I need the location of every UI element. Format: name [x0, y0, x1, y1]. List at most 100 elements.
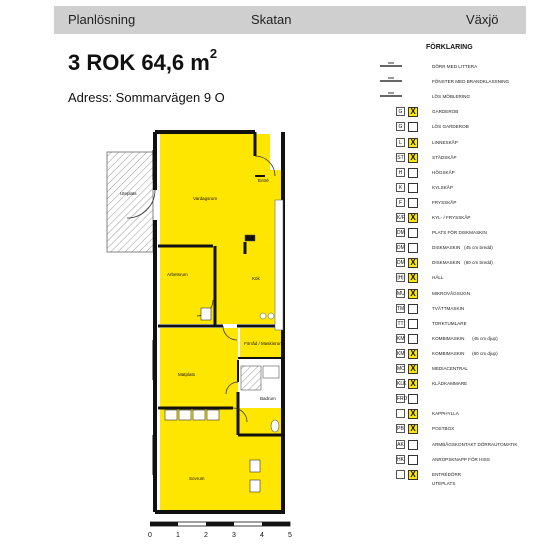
legend-label: ENTRÉDÖRR UTEPLATS [432, 471, 462, 486]
label-badrum: Badrum [260, 396, 276, 401]
floor-plan: Uteplats Vardagsrum Entré Arbetsrum Kök … [106, 130, 285, 514]
legend-row: F FRYSSKÅP [0, 197, 550, 208]
legend-symbol: MC [396, 364, 405, 373]
legend-label: KOMBIMASKIN (60 cm djup) [432, 350, 498, 356]
legend-symbol [396, 409, 405, 419]
header-bar: Planlösning Skatan Växjö [54, 6, 526, 34]
legend-symbol: KM [396, 333, 405, 343]
scale-bar-graphic [150, 521, 291, 527]
legend-symbol: KLK [396, 379, 407, 389]
apartment-title-text: 3 ROK 64,6 m [68, 50, 210, 75]
scale-tick: 2 [204, 532, 208, 539]
legend-label: MIKROVÅGSUGN [432, 290, 471, 296]
legend-label: FRYSSKÅP [432, 199, 457, 205]
legend-label: ARMBÅGSKONTAKT DÖRRAUTOMATIK [432, 441, 518, 447]
legend-label: KLÄDKAMMARE [432, 381, 468, 387]
legend-symbol [396, 469, 405, 479]
legend-symbol [380, 62, 402, 71]
legend-check [408, 122, 418, 133]
legend-label: ANROPSKNAPP FÖR HISS [432, 456, 490, 462]
legend-title: FÖRKLARING [426, 44, 473, 51]
legend-symbol: DM [396, 258, 405, 268]
legend-label: STÄDSKÅP [432, 154, 457, 160]
apartment-address: Adress: Sommarvägen 9 O [68, 90, 225, 105]
legend-label: LÖS GARDEROB [432, 124, 469, 130]
legend-symbol: DM [396, 228, 405, 238]
legend-symbol: G [396, 122, 405, 132]
legend-symbol: F [396, 197, 405, 207]
label-sovrum: Sovrum [189, 476, 205, 481]
label-uteplats: Uteplats [120, 191, 137, 196]
legend-label: DÖRR MED LITTERA [432, 64, 478, 69]
legend-check: X [408, 379, 418, 390]
label-vardagsrum: Vardagsrum [193, 196, 217, 201]
legend-symbol: DM [396, 243, 405, 253]
legend-symbol: MU [396, 288, 405, 298]
legend-label: KYLSKÅP [432, 184, 453, 190]
legend-symbol [380, 92, 402, 102]
label-matplats: Matplats [178, 372, 196, 377]
area-superscript: 2 [209, 46, 218, 61]
label-arbetsrum: Arbetsrum [167, 272, 188, 277]
legend-row: LÖS MÖBLERING [0, 92, 550, 102]
legend-symbol: KM [396, 348, 405, 358]
uteplats-area [106, 151, 154, 253]
legend-check [408, 197, 418, 208]
kitchen-counter [244, 199, 284, 331]
legend-label: LÖS MÖBLERING [432, 94, 471, 100]
legend-check [408, 394, 418, 405]
label-forrad: Förråd / Maskinrum [244, 340, 283, 346]
legend-check [408, 318, 418, 329]
label-kok: Kök [252, 276, 261, 281]
legend-label: PLATS FÖR DISKMASKIN [432, 230, 487, 236]
scale-tick: 0 [148, 532, 152, 539]
legend-check [408, 333, 418, 344]
legend-label: KAPPHYLLA [432, 411, 459, 417]
wardrobes [164, 307, 261, 493]
legend-check: X [408, 424, 418, 435]
apartment-title: 3 ROK 64,6 m2 [68, 46, 217, 76]
header-center: Skatan [251, 12, 292, 27]
legend-symbol: AK [396, 439, 405, 449]
legend-check [408, 182, 418, 193]
legend-label: TORKTUMLARE [432, 320, 467, 326]
legend-row: DM DISKMASKIN (45 cm bredd) [0, 243, 550, 254]
legend-symbol: K/F [396, 213, 405, 222]
legend-row: DM PLATS FÖR DISKMASKIN [0, 228, 550, 239]
legend-symbol: PB [396, 424, 405, 434]
legend-check [408, 243, 418, 254]
legend-check: X [408, 409, 418, 420]
door-arcs [126, 155, 276, 423]
legend-check: X [408, 469, 418, 480]
legend-symbol: FRD [396, 394, 408, 404]
scale-tick: 3 [232, 532, 236, 539]
legend-row: X ENTRÉDÖRR UTEPLATS [0, 469, 550, 486]
header-right: Växjö [466, 12, 499, 27]
legend-check [408, 454, 418, 465]
legend-label: FÖNSTER MED BRANDKLASSNING [432, 79, 510, 85]
legend-label: LINNESKÅP [432, 139, 458, 145]
legend-check: X [408, 152, 418, 163]
legend-label: DISKMASKIN (45 cm bredd) [432, 245, 493, 251]
legend-symbol: G [396, 107, 405, 117]
legend-row: AK ARMBÅGSKONTAKT DÖRRAUTOMATIK [0, 439, 550, 450]
legend-check: X [408, 258, 418, 269]
legend-label: DISKMASKIN (60 cm bredd) [432, 260, 493, 266]
scale-tick: 1 [176, 532, 180, 539]
forrad-area [240, 328, 283, 358]
legend-label: POSTBOX [432, 426, 455, 432]
legend-check: X [408, 364, 418, 374]
legend-label: HÄLL [432, 275, 444, 281]
scale-tick: 5 [288, 532, 292, 539]
